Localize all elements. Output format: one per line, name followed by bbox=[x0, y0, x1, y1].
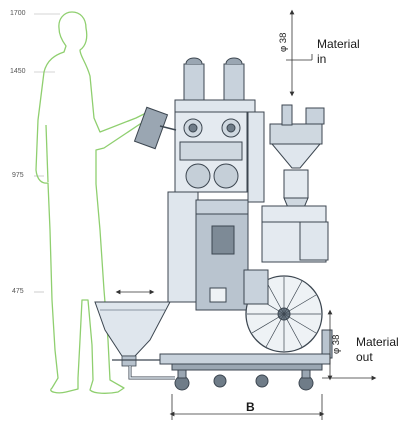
inlet-diameter-label: φ 38 bbox=[278, 32, 289, 52]
material-out-label-line1: Material bbox=[356, 335, 399, 349]
height-scale bbox=[34, 13, 60, 293]
height-label-1700: 1700 bbox=[10, 10, 26, 17]
machine-body bbox=[133, 57, 333, 391]
base-width-dimension bbox=[169, 394, 325, 420]
material-in-label-line1: Material bbox=[317, 37, 360, 51]
height-label-475: 475 bbox=[12, 288, 24, 295]
human-silhouette bbox=[35, 11, 151, 394]
base-width-label: B bbox=[246, 400, 255, 414]
material-out-label-line2: out bbox=[356, 350, 373, 364]
material-in-label-line2: in bbox=[317, 52, 327, 66]
outlet-diameter-label: φ 38 bbox=[331, 334, 342, 354]
feed-hopper bbox=[94, 289, 180, 380]
outlet-dimension bbox=[322, 309, 377, 381]
inlet-dimension bbox=[286, 9, 313, 97]
height-label-1450: 1450 bbox=[10, 68, 26, 75]
height-label-975: 975 bbox=[12, 172, 24, 179]
